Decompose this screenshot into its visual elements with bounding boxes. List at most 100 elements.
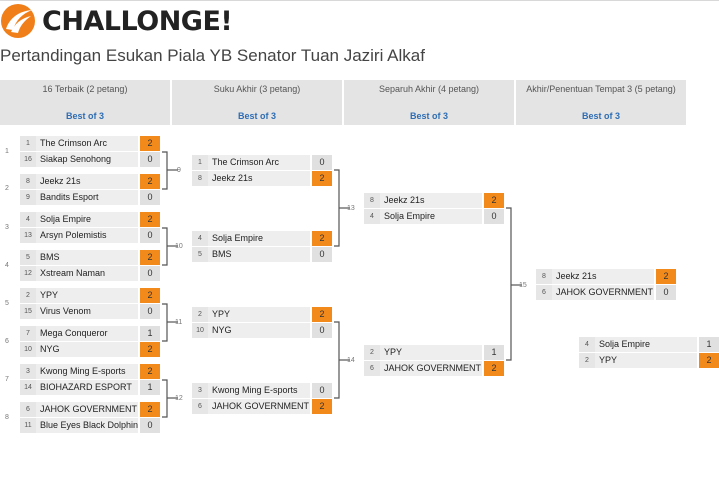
- score: 2: [140, 174, 160, 189]
- score: 1: [484, 345, 504, 360]
- seed: 2: [579, 353, 595, 368]
- round-header-2: Suku Akhir (3 petang) Best of 3: [172, 80, 342, 125]
- score: 2: [312, 231, 332, 246]
- round-header-4: Akhir/Penentuan Tempat 3 (5 petang) Best…: [516, 80, 686, 125]
- match-number: 12: [175, 395, 183, 402]
- seed: 8: [20, 174, 36, 189]
- score: 2: [140, 342, 160, 357]
- seed: 6: [192, 399, 208, 414]
- participant-name: Virus Venom: [36, 304, 138, 319]
- participant-name: NYG: [36, 342, 138, 357]
- participant-name: Solja Empire: [595, 337, 697, 352]
- score: 0: [140, 152, 160, 167]
- match-number: 15: [519, 282, 527, 289]
- participant-name: Bandits Esport: [36, 190, 138, 205]
- seed: 4: [192, 231, 208, 246]
- participant-name: Mega Conqueror: [36, 326, 138, 341]
- round-name: Akhir/Penentuan Tempat 3 (5 petang): [526, 84, 676, 94]
- seed: 9: [20, 190, 36, 205]
- match-number: 1: [5, 148, 9, 155]
- match-number: 13: [347, 205, 355, 212]
- participant-name: Jeekz 21s: [36, 174, 138, 189]
- seed: 3: [20, 364, 36, 379]
- participant-name: Siakap Senohong: [36, 152, 138, 167]
- challonge-logo-icon: [1, 4, 35, 38]
- participant-name: YPY: [36, 288, 138, 303]
- round-best-of-link[interactable]: Best of 3: [65, 111, 104, 121]
- seed: 12: [20, 266, 36, 281]
- seed: 15: [20, 304, 36, 319]
- seed: 2: [192, 307, 208, 322]
- participant-name: Solja Empire: [380, 209, 482, 224]
- round-best-of-link[interactable]: Best of 3: [237, 111, 276, 121]
- score: 2: [656, 269, 676, 284]
- score: 2: [312, 307, 332, 322]
- seed: 3: [192, 383, 208, 398]
- seed: 6: [20, 402, 36, 417]
- score: 0: [140, 190, 160, 205]
- score: 0: [312, 383, 332, 398]
- challonge-logo[interactable]: CHALLONGE!: [0, 2, 233, 40]
- round-best-of-link[interactable]: Best of 3: [581, 111, 620, 121]
- participant-name: NYG: [208, 323, 310, 338]
- participant-name: YPY: [595, 353, 697, 368]
- score: 1: [140, 326, 160, 341]
- seed: 2: [364, 345, 380, 360]
- round-name: 16 Terbaik (2 petang): [42, 84, 128, 94]
- score: 2: [140, 402, 160, 417]
- participant-name: Kwong Ming E-sports: [36, 364, 138, 379]
- match-number: 8: [5, 414, 9, 421]
- score: 0: [140, 266, 160, 281]
- top-divider: [0, 0, 719, 1]
- round-best-of-link[interactable]: Best of 3: [409, 111, 448, 121]
- seed: 4: [20, 212, 36, 227]
- score: 1: [140, 380, 160, 395]
- score: 2: [484, 361, 504, 376]
- seed: 1: [192, 155, 208, 170]
- round-header-3: Separuh Akhir (4 petang) Best of 3: [344, 80, 514, 125]
- participant-name: BMS: [208, 247, 310, 262]
- participant-name: The Crimson Arc: [36, 136, 138, 151]
- round-name: Suku Akhir (3 petang): [213, 84, 301, 94]
- round-header-1: 16 Terbaik (2 petang) Best of 3: [0, 80, 170, 125]
- match-number: 14: [347, 357, 355, 364]
- participant-name: Jeekz 21s: [208, 171, 310, 186]
- match-number: 9: [177, 167, 181, 174]
- participant-name: JAHOK GOVERNMENT: [380, 361, 482, 376]
- seed: 16: [20, 152, 36, 167]
- seed: 6: [536, 285, 552, 300]
- participant-name: JAHOK GOVERNMENT: [552, 285, 654, 300]
